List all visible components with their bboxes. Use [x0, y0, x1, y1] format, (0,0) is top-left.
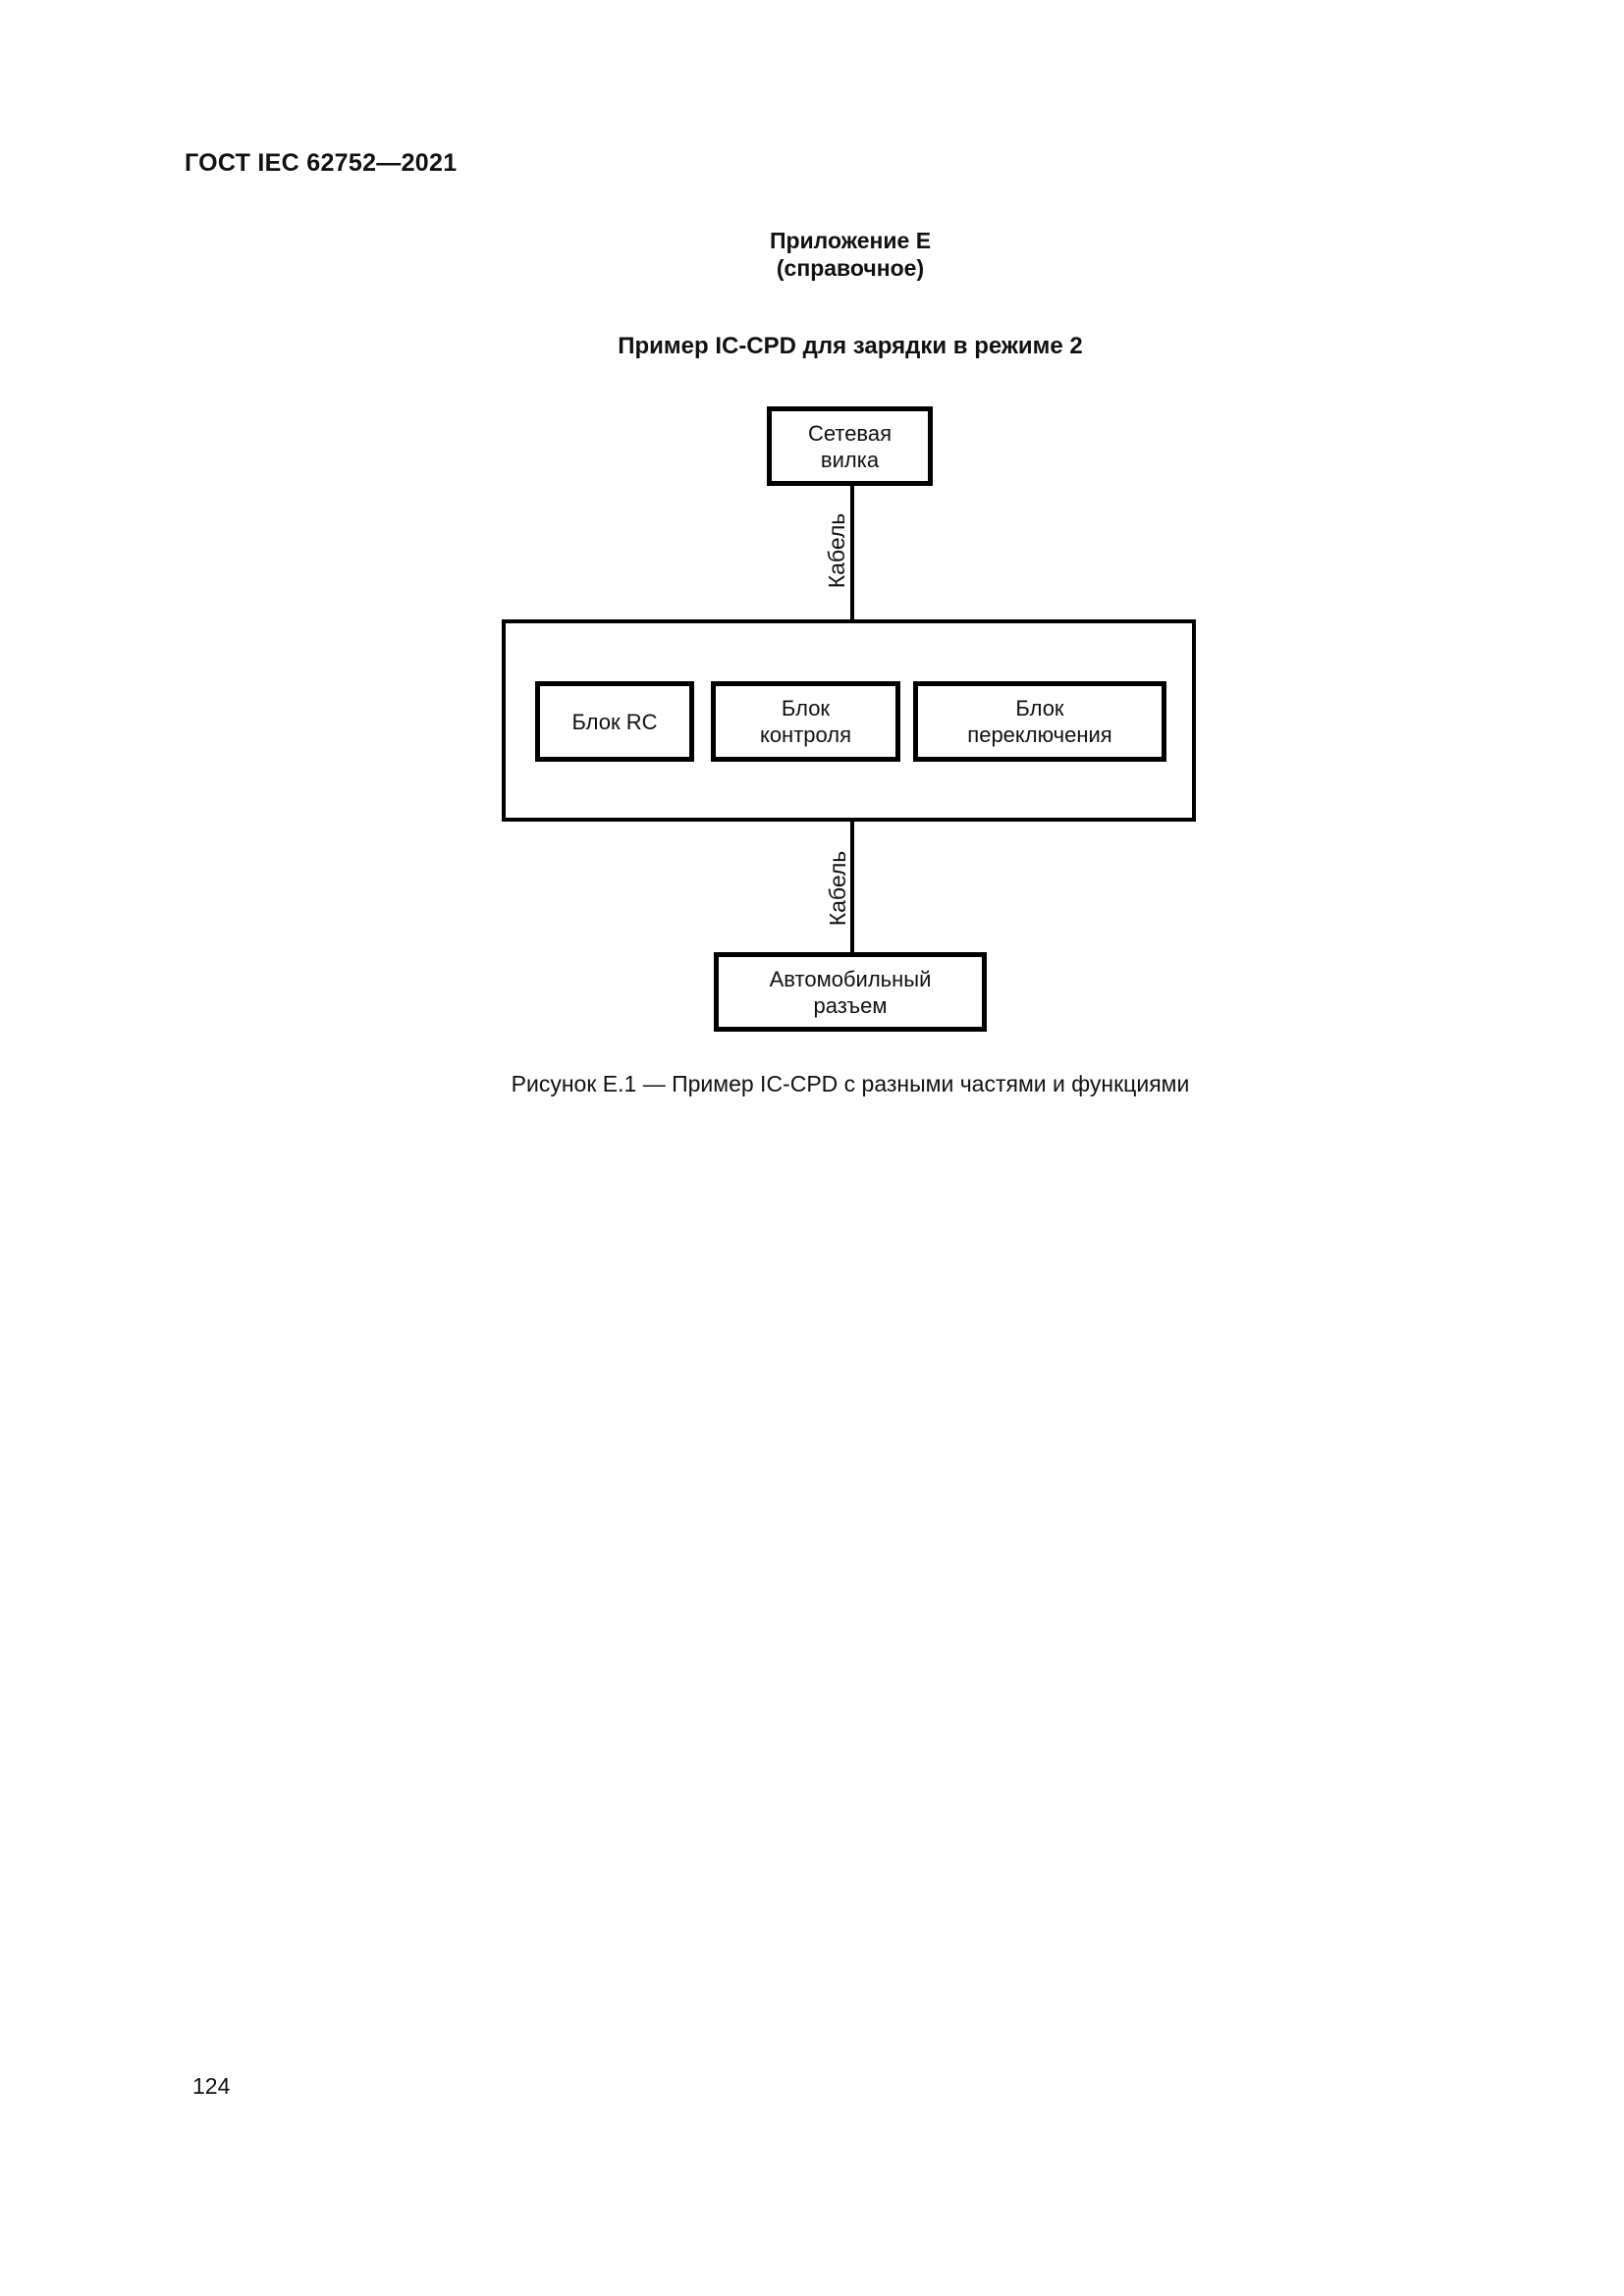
control-unit-box: Блок контроля	[711, 681, 900, 762]
vehicle-connector-box: Автомобильный разъем	[714, 952, 987, 1032]
annex-title: Пример IC-CPD для зарядки в режиме 2	[618, 333, 1083, 359]
mains-plug-box: Сетевая вилка	[767, 406, 933, 486]
cable-label-bottom: Кабель	[825, 850, 850, 927]
cable-line-top	[850, 486, 854, 620]
rc-unit-box: Блок RC	[535, 681, 694, 762]
cable-line-bottom	[850, 822, 854, 952]
document-id-header: ГОСТ IEC 62752—2021	[185, 149, 458, 177]
switching-unit-box: Блок переключения	[913, 681, 1166, 762]
annex-name: Приложение Е	[769, 228, 932, 253]
cable-label-top: Кабель	[824, 512, 849, 589]
page-number: 124	[192, 2073, 231, 2099]
annex-type: (справочное)	[776, 255, 925, 281]
figure-caption: Рисунок Е.1 — Пример IC-CPD с разными ча…	[511, 1071, 1190, 1096]
